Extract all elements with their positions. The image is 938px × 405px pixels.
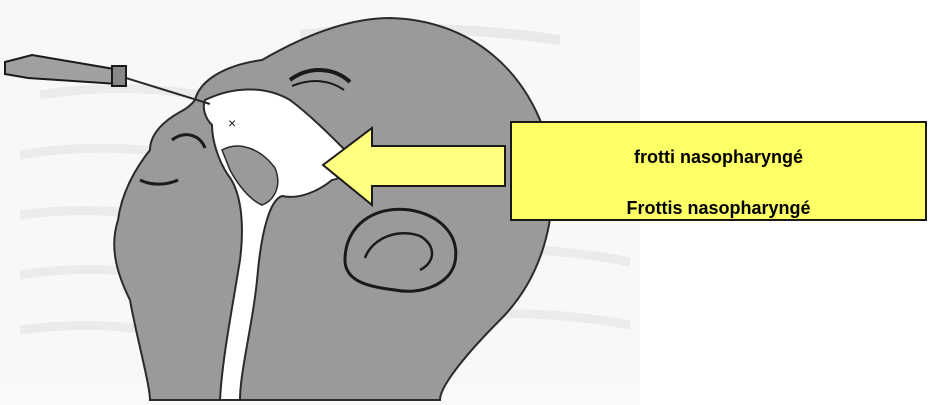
callout-label-box: frotti nasopharyngé Frottis nasopharyngé <box>510 121 927 221</box>
callout-overflow-text: Frottis nasopharyngé <box>512 199 925 217</box>
ear <box>345 209 456 291</box>
callout-label: frotti nasopharyngé <box>512 147 925 168</box>
svg-text:×: × <box>228 115 236 131</box>
